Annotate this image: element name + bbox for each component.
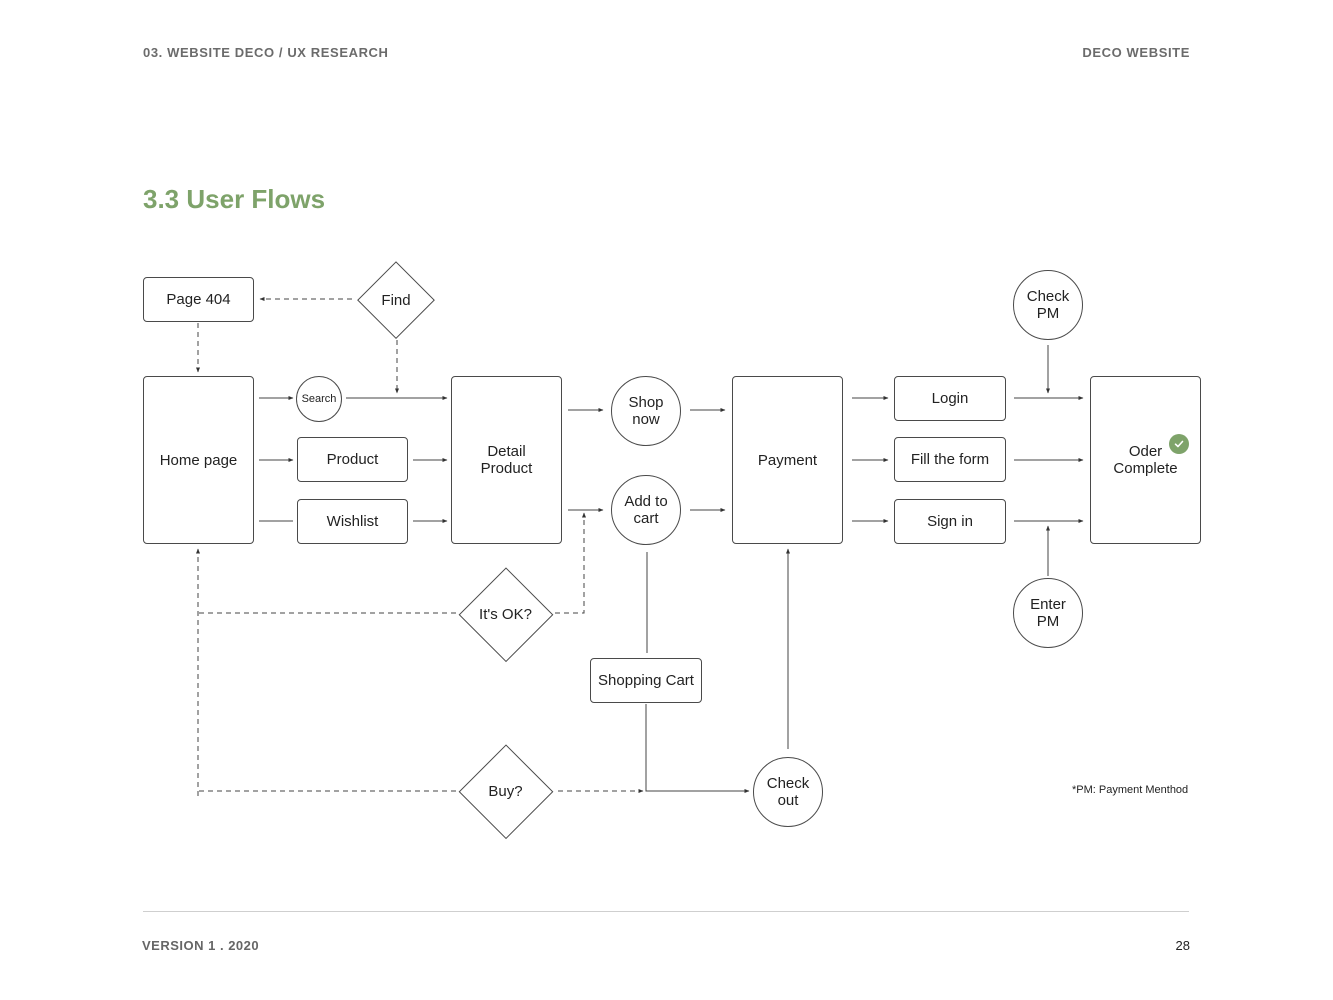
page-title: 3.3 User Flows: [143, 184, 326, 214]
footer-divider: [143, 911, 1189, 912]
version-label: VERSION 1 . 2020: [142, 938, 260, 953]
add-to-cart-label-line1: Add to: [624, 493, 668, 510]
product-node: Product: [297, 437, 408, 482]
buy-label: Buy?: [488, 783, 523, 800]
shopping-cart-label: Shopping Cart: [598, 672, 694, 689]
find-decision: Find: [356, 260, 436, 340]
login-node: Login: [894, 376, 1006, 421]
section-breadcrumb: 03. WEBSITE DECO / UX RESEARCH: [143, 45, 389, 60]
add-to-cart-node: Add to cart: [611, 475, 681, 545]
shop-now-label-line1: Shop: [628, 394, 664, 411]
order-complete-label-line1: Oder: [1128, 443, 1163, 460]
enter-pm-label-line1: Enter: [1030, 596, 1066, 613]
payment-label: Payment: [757, 451, 818, 469]
checkout-label-line1: Check: [766, 775, 810, 792]
login-label: Login: [931, 390, 969, 407]
its-ok-decision: It's OK?: [456, 565, 555, 664]
enter-pm-node: Enter PM: [1013, 578, 1083, 648]
detail-product-node: Detail Product: [451, 376, 562, 544]
document-name: DECO WEBSITE: [1082, 45, 1190, 60]
home-page-node: Home page: [143, 376, 254, 544]
search-label: Search: [301, 392, 337, 405]
check-pm-label-line1: Check: [1026, 288, 1070, 305]
shop-now-node: Shop now: [611, 376, 681, 446]
sign-in-node: Sign in: [894, 499, 1006, 544]
its-ok-yes-connector: [555, 512, 586, 614]
home-page-label: Home page: [159, 451, 238, 469]
check-pm-label-line2: PM: [1036, 305, 1060, 322]
shopping-cart-to-checkout-connector: [645, 704, 750, 793]
wishlist-node: Wishlist: [297, 499, 408, 544]
fill-form-label: Fill the form: [910, 451, 990, 468]
checkout-label-line2: out: [777, 792, 799, 809]
fill-form-node: Fill the form: [894, 437, 1006, 482]
detail-product-label-line1: Detail: [487, 443, 526, 460]
checkmark-icon: [1169, 434, 1189, 454]
enter-pm-label-line2: PM: [1036, 613, 1060, 630]
order-complete-node: Oder Complete: [1090, 376, 1201, 544]
page-404-label: Page 404: [166, 291, 231, 308]
payment-node: Payment: [732, 376, 843, 544]
sign-in-label: Sign in: [927, 513, 973, 530]
product-label: Product: [326, 451, 379, 468]
order-complete-label-line2: Complete: [1113, 460, 1178, 477]
its-ok-label: It's OK?: [479, 606, 532, 623]
check-pm-node: Check PM: [1013, 270, 1083, 340]
detail-product-label-line2: Product: [480, 460, 533, 477]
search-node: Search: [296, 376, 342, 422]
add-to-cart-label-line2: cart: [633, 510, 659, 527]
page-number: 28: [1175, 938, 1190, 953]
shopping-cart-node: Shopping Cart: [590, 658, 702, 703]
shop-now-label-line2: now: [632, 411, 660, 428]
checkout-node: Check out: [753, 757, 823, 827]
buy-decision: Buy?: [456, 742, 555, 841]
payment-method-footnote: *PM: Payment Menthod: [1072, 784, 1189, 796]
page-404-node: Page 404: [143, 277, 254, 322]
find-label: Find: [381, 291, 411, 309]
wishlist-label: Wishlist: [326, 513, 379, 530]
